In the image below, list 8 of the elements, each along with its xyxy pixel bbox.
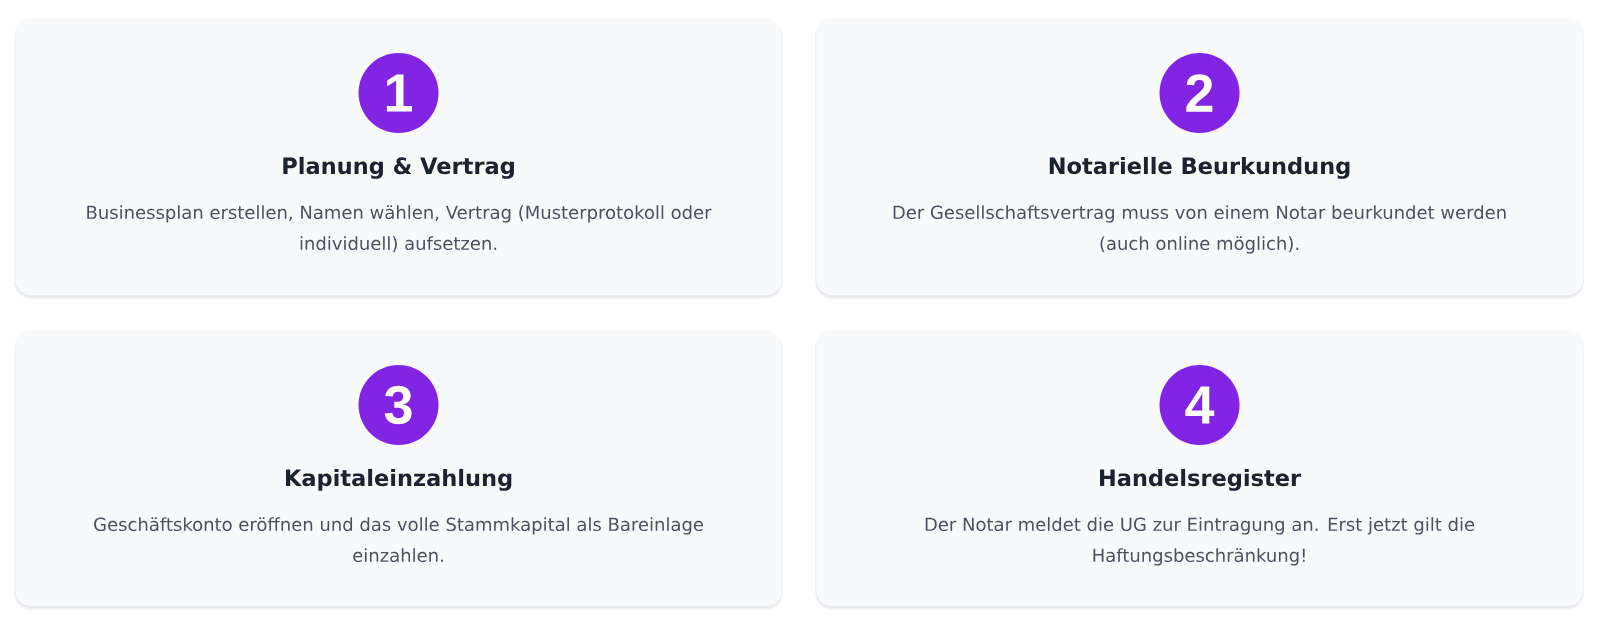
card-title: Handelsregister — [1100, 468, 1301, 491]
card-title: Planung & Vertrag — [283, 156, 514, 179]
card-description: Geschäftskonto eröffnen und das volle Stammkapital als Bareinlage einzahlen. — [94, 517, 703, 563]
card-title: Kapitaleinzahlung — [285, 468, 512, 491]
card-description: Der Notar meldet die UG zur Eintragung an. Erst jetzt gilt die Haftungsbeschränkung! — [925, 517, 1475, 566]
card-title: Notarielle Beurkundung — [1049, 156, 1350, 179]
card-description: Der Gesellschaftsvertrag muss von einem Notar beurkundet werden (auch online möglich). — [893, 205, 1506, 254]
card-description: Businessplan erstellen, Namen wählen, Vertrag (Musterprotokoll oder individuell) aufsetzen. — [87, 205, 712, 253]
